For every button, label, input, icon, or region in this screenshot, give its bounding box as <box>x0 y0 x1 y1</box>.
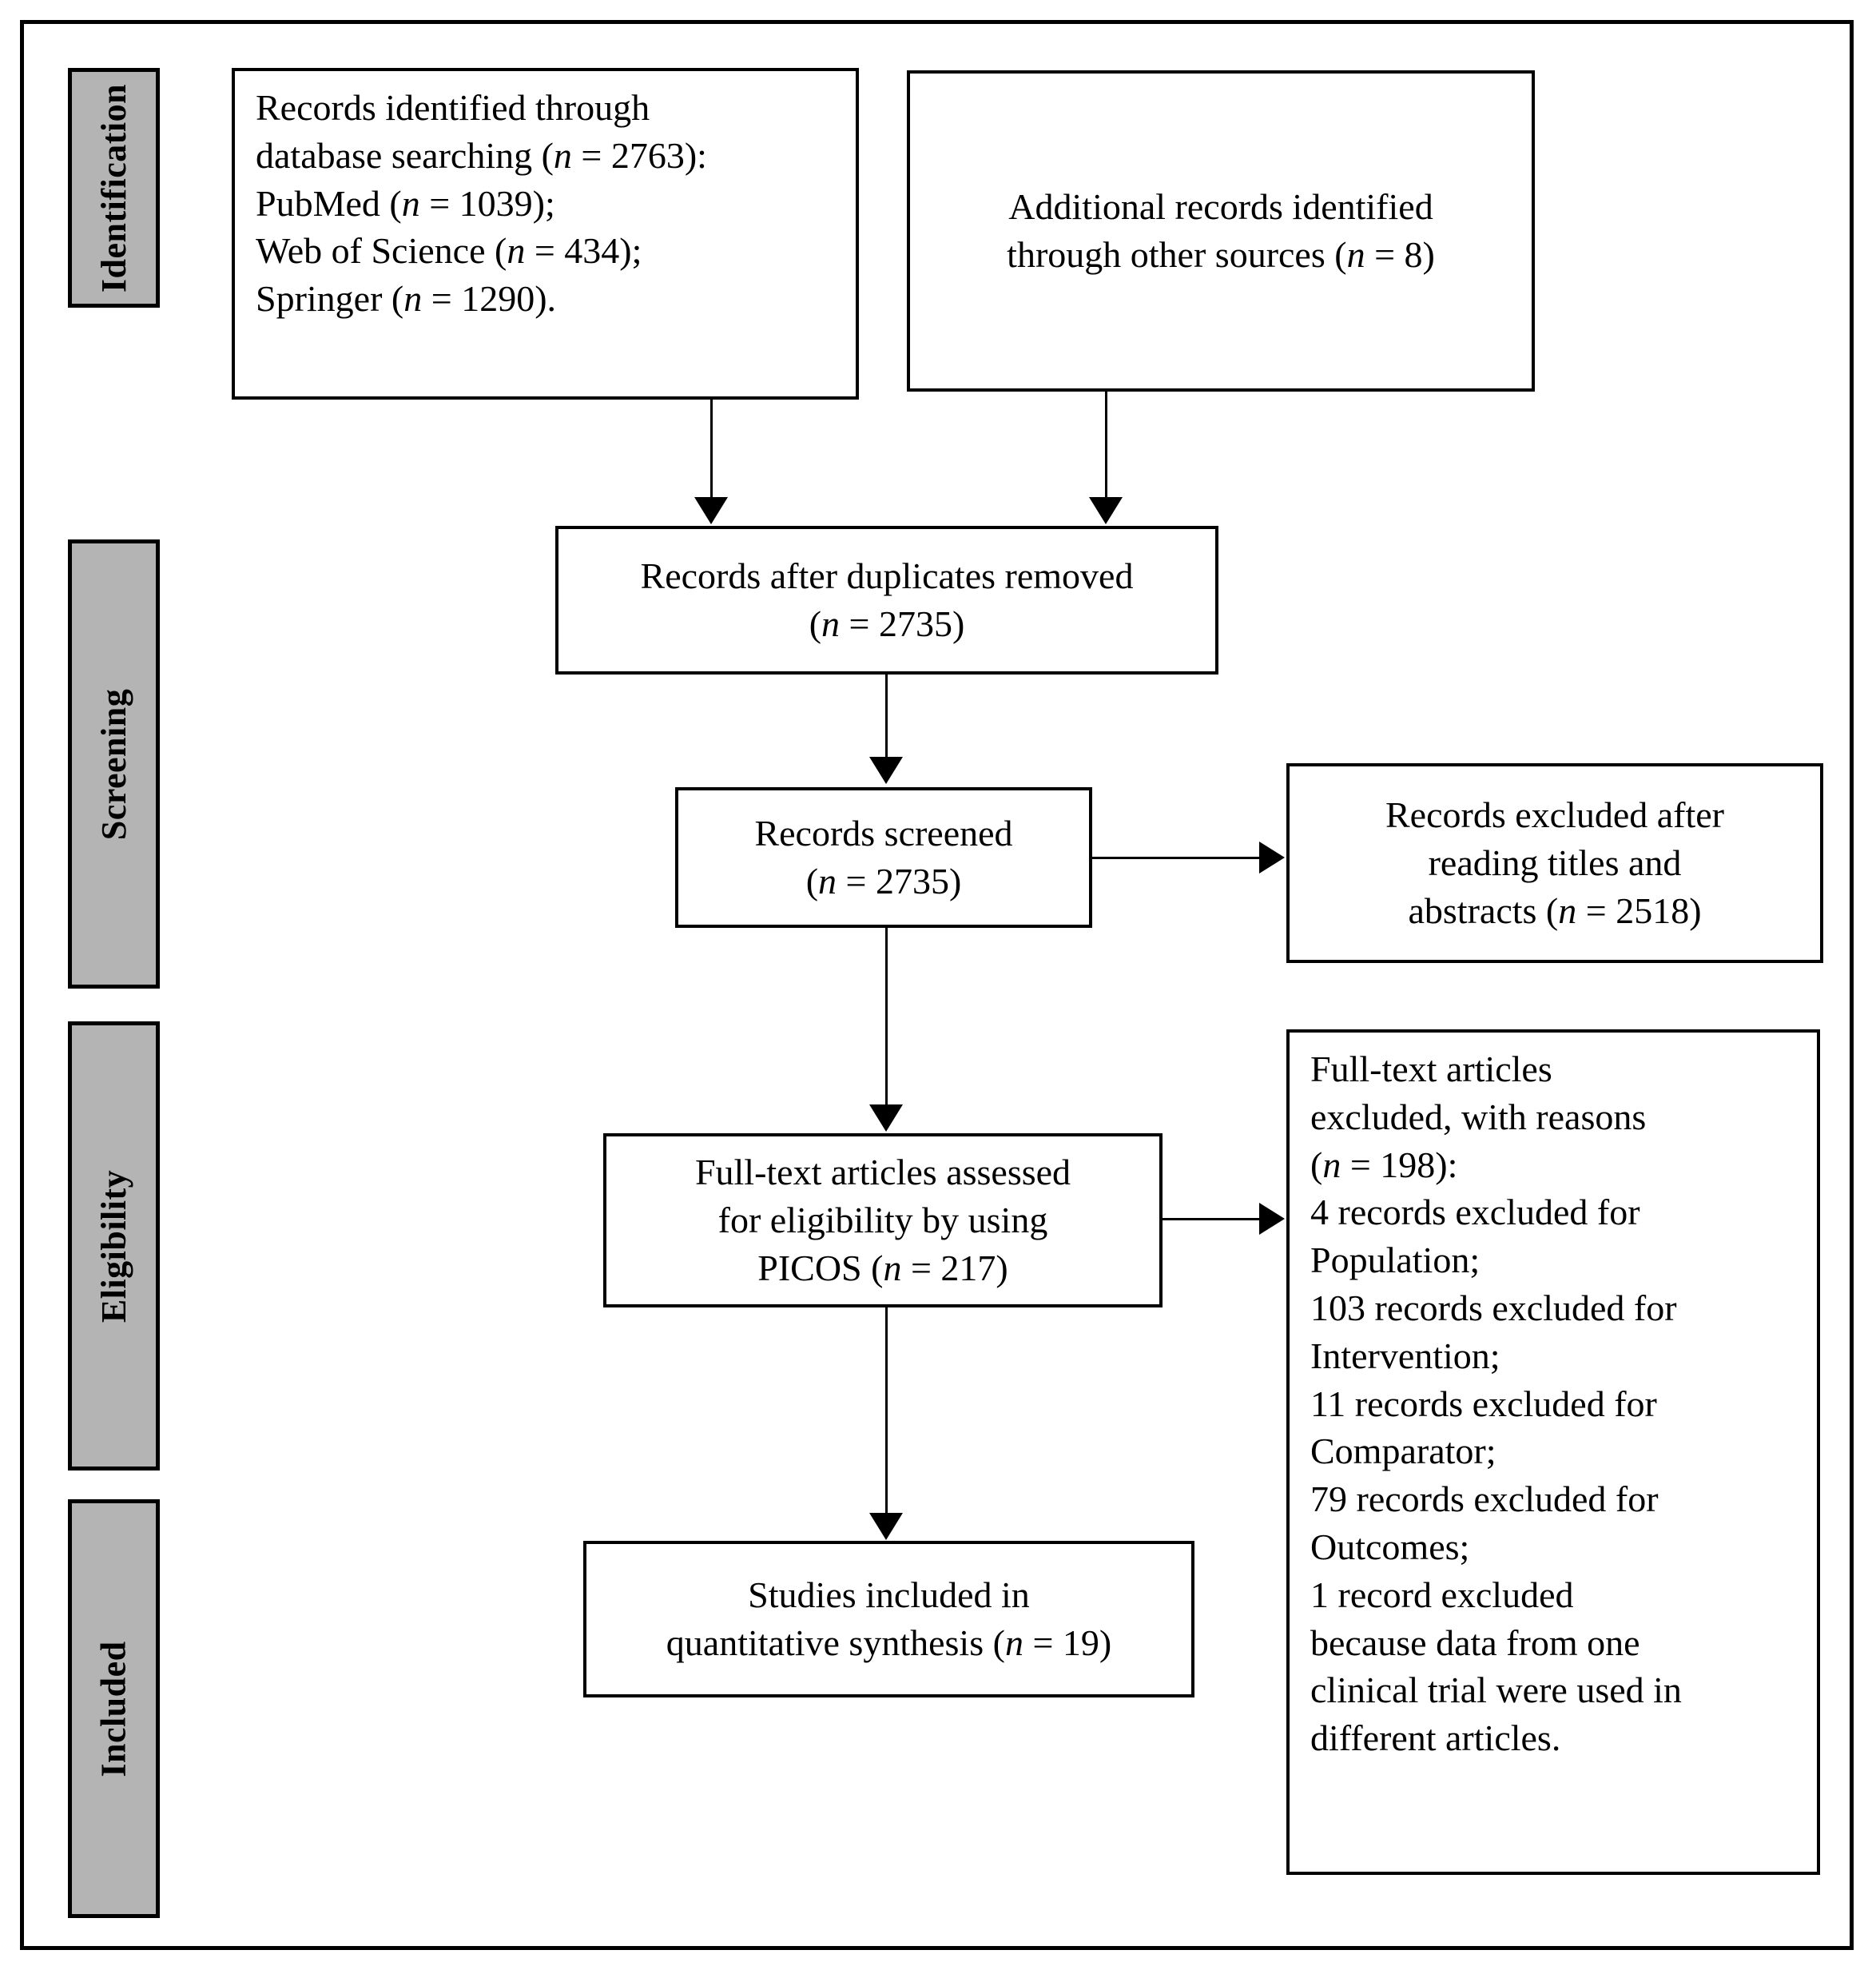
box-records-screened-text: Records screened (n = 2735) <box>754 813 1013 901</box>
box-additional-records-text: Additional records identified through ot… <box>1007 186 1435 275</box>
box-records-excluded-titles-abstracts: Records excluded after reading titles an… <box>1286 763 1823 963</box>
stage-label-identification: Identification <box>94 83 134 293</box>
box-records-excluded-text: Records excluded after reading titles an… <box>1385 794 1725 931</box>
connector-screened-to-excluded <box>1092 857 1260 859</box>
connector-identified-to-duplicates <box>710 400 713 499</box>
stage-label-included: Included <box>94 1640 134 1777</box>
diagram-outer-frame <box>20 20 1854 1950</box>
connector-screened-to-fulltext <box>885 928 888 1105</box>
box-fulltext-assessed-text: Full-text articles assessed for eligibil… <box>694 1152 1071 1288</box>
box-records-screened: Records screened (n = 2735) <box>675 787 1092 928</box>
connector-additional-to-duplicates <box>1105 392 1107 499</box>
stage-band-identification: Identification <box>68 68 160 308</box>
stage-label-screening: Screening <box>94 688 133 840</box>
box-fulltext-excluded-text: Full-text articles excluded, with reason… <box>1310 1049 1682 1759</box>
box-studies-included-text: Studies included in quantitative synthes… <box>666 1574 1112 1663</box>
connector-duplicates-to-screened <box>885 675 888 758</box>
arrowhead-duplicates-to-screened <box>869 757 903 784</box>
arrowhead-screened-to-excluded <box>1259 842 1285 874</box>
box-after-duplicates-text: Records after duplicates removed (n = 27… <box>640 555 1134 644</box>
arrowhead-fulltext-to-excluded-reasons <box>1259 1203 1285 1235</box>
stage-label-eligibility: Eligibility <box>94 1169 134 1323</box>
arrowhead-identified-to-duplicates <box>694 497 728 524</box>
box-records-after-duplicates-removed: Records after duplicates removed (n = 27… <box>555 526 1218 675</box>
box-additional-records-other-sources: Additional records identified through ot… <box>907 70 1535 392</box>
arrowhead-screened-to-fulltext <box>869 1104 903 1132</box>
box-records-identified-text: Records identified through database sear… <box>256 87 707 320</box>
connector-fulltext-to-included <box>885 1307 888 1514</box>
box-records-identified-database-searching: Records identified through database sear… <box>232 68 859 400</box>
connector-fulltext-to-excluded-reasons <box>1163 1218 1260 1220</box>
arrowhead-fulltext-to-included <box>869 1513 903 1540</box>
stage-band-eligibility: Eligibility <box>68 1021 160 1471</box>
box-fulltext-articles-excluded-with-reasons: Full-text articles excluded, with reason… <box>1286 1029 1820 1875</box>
stage-band-included: Included <box>68 1499 160 1918</box>
box-fulltext-articles-assessed: Full-text articles assessed for eligibil… <box>603 1133 1163 1307</box>
stage-band-screening: Screening <box>68 539 160 989</box>
arrowhead-additional-to-duplicates <box>1089 497 1123 524</box>
box-studies-included-quantitative-synthesis: Studies included in quantitative synthes… <box>583 1541 1194 1697</box>
